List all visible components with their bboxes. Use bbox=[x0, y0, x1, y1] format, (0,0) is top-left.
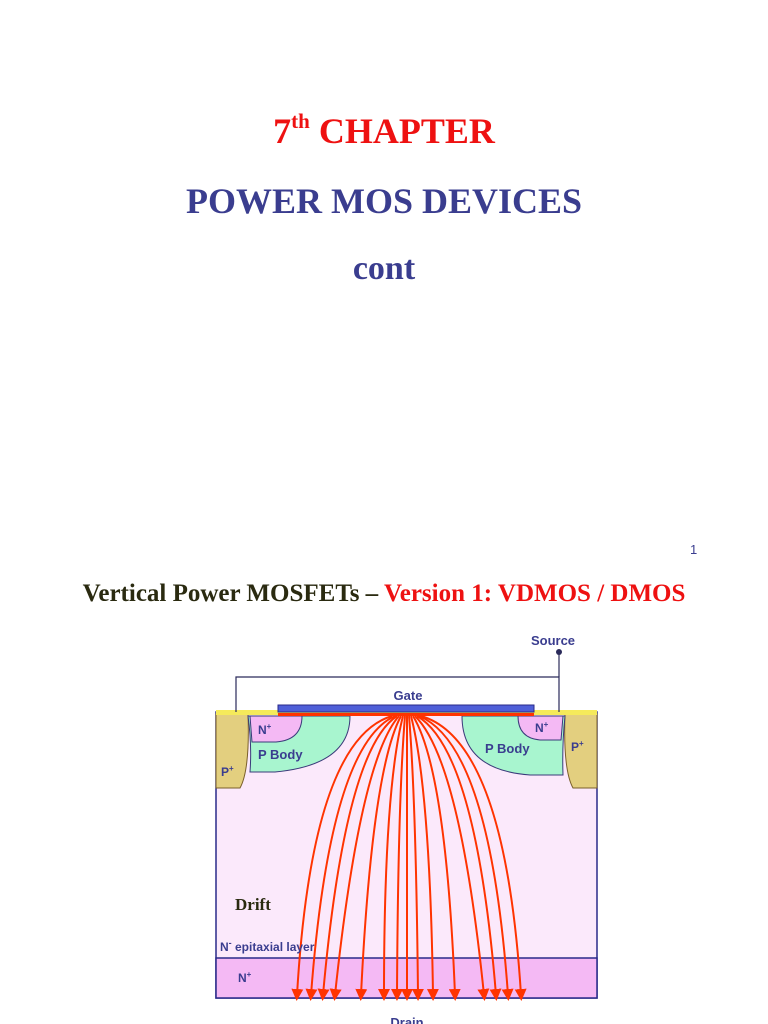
heading-highlight: Version 1: VDMOS / DMOS bbox=[383, 580, 686, 607]
substrate-label: N+ bbox=[238, 970, 252, 985]
gate-label: Gate bbox=[394, 688, 423, 703]
heading-prefix: Vertical Power MOSFETs – bbox=[82, 580, 384, 607]
section-heading: Vertical Power MOSFETs – Version 1: VDMO… bbox=[0, 580, 768, 608]
p-plus-right-label: P+ bbox=[571, 739, 584, 754]
chapter-word: CHAPTER bbox=[318, 111, 495, 151]
title-slide: 7th CHAPTER POWER MOS DEVICES cont 1 bbox=[0, 110, 768, 558]
epitaxial-label: N- epitaxial layer bbox=[220, 938, 315, 954]
n-plus-source-left bbox=[249, 715, 303, 743]
page-subtitle: cont bbox=[352, 250, 416, 287]
source-terminal bbox=[556, 649, 562, 655]
chapter-title: 7th CHAPTER bbox=[0, 110, 768, 152]
n-plus-source-right bbox=[517, 715, 564, 741]
n-plus-right-label: N+ bbox=[535, 720, 549, 735]
page-number: 1 bbox=[690, 542, 698, 557]
source-label: Source bbox=[531, 633, 575, 648]
p-body-right-label: P Body bbox=[485, 741, 530, 756]
gate-electrode bbox=[277, 704, 535, 713]
vdmos-diagram: Source Gate N+ N+ P Body P Body P+ P+ Dr… bbox=[215, 633, 598, 1024]
drain-label: Drain bbox=[390, 1015, 423, 1024]
drift-label: Drift bbox=[235, 895, 271, 914]
p-body-left-label: P Body bbox=[258, 747, 303, 762]
n-plus-left-label: N+ bbox=[258, 722, 272, 737]
chapter-number: 7 bbox=[273, 111, 292, 151]
p-plus-left-label: P+ bbox=[221, 764, 234, 779]
source-wire bbox=[235, 676, 560, 712]
chapter-suffix: th bbox=[291, 109, 310, 133]
current-flow bbox=[291, 715, 527, 1001]
p-plus-right bbox=[564, 713, 598, 789]
page-title: POWER MOS DEVICES bbox=[185, 181, 583, 221]
channel bbox=[278, 713, 534, 716]
